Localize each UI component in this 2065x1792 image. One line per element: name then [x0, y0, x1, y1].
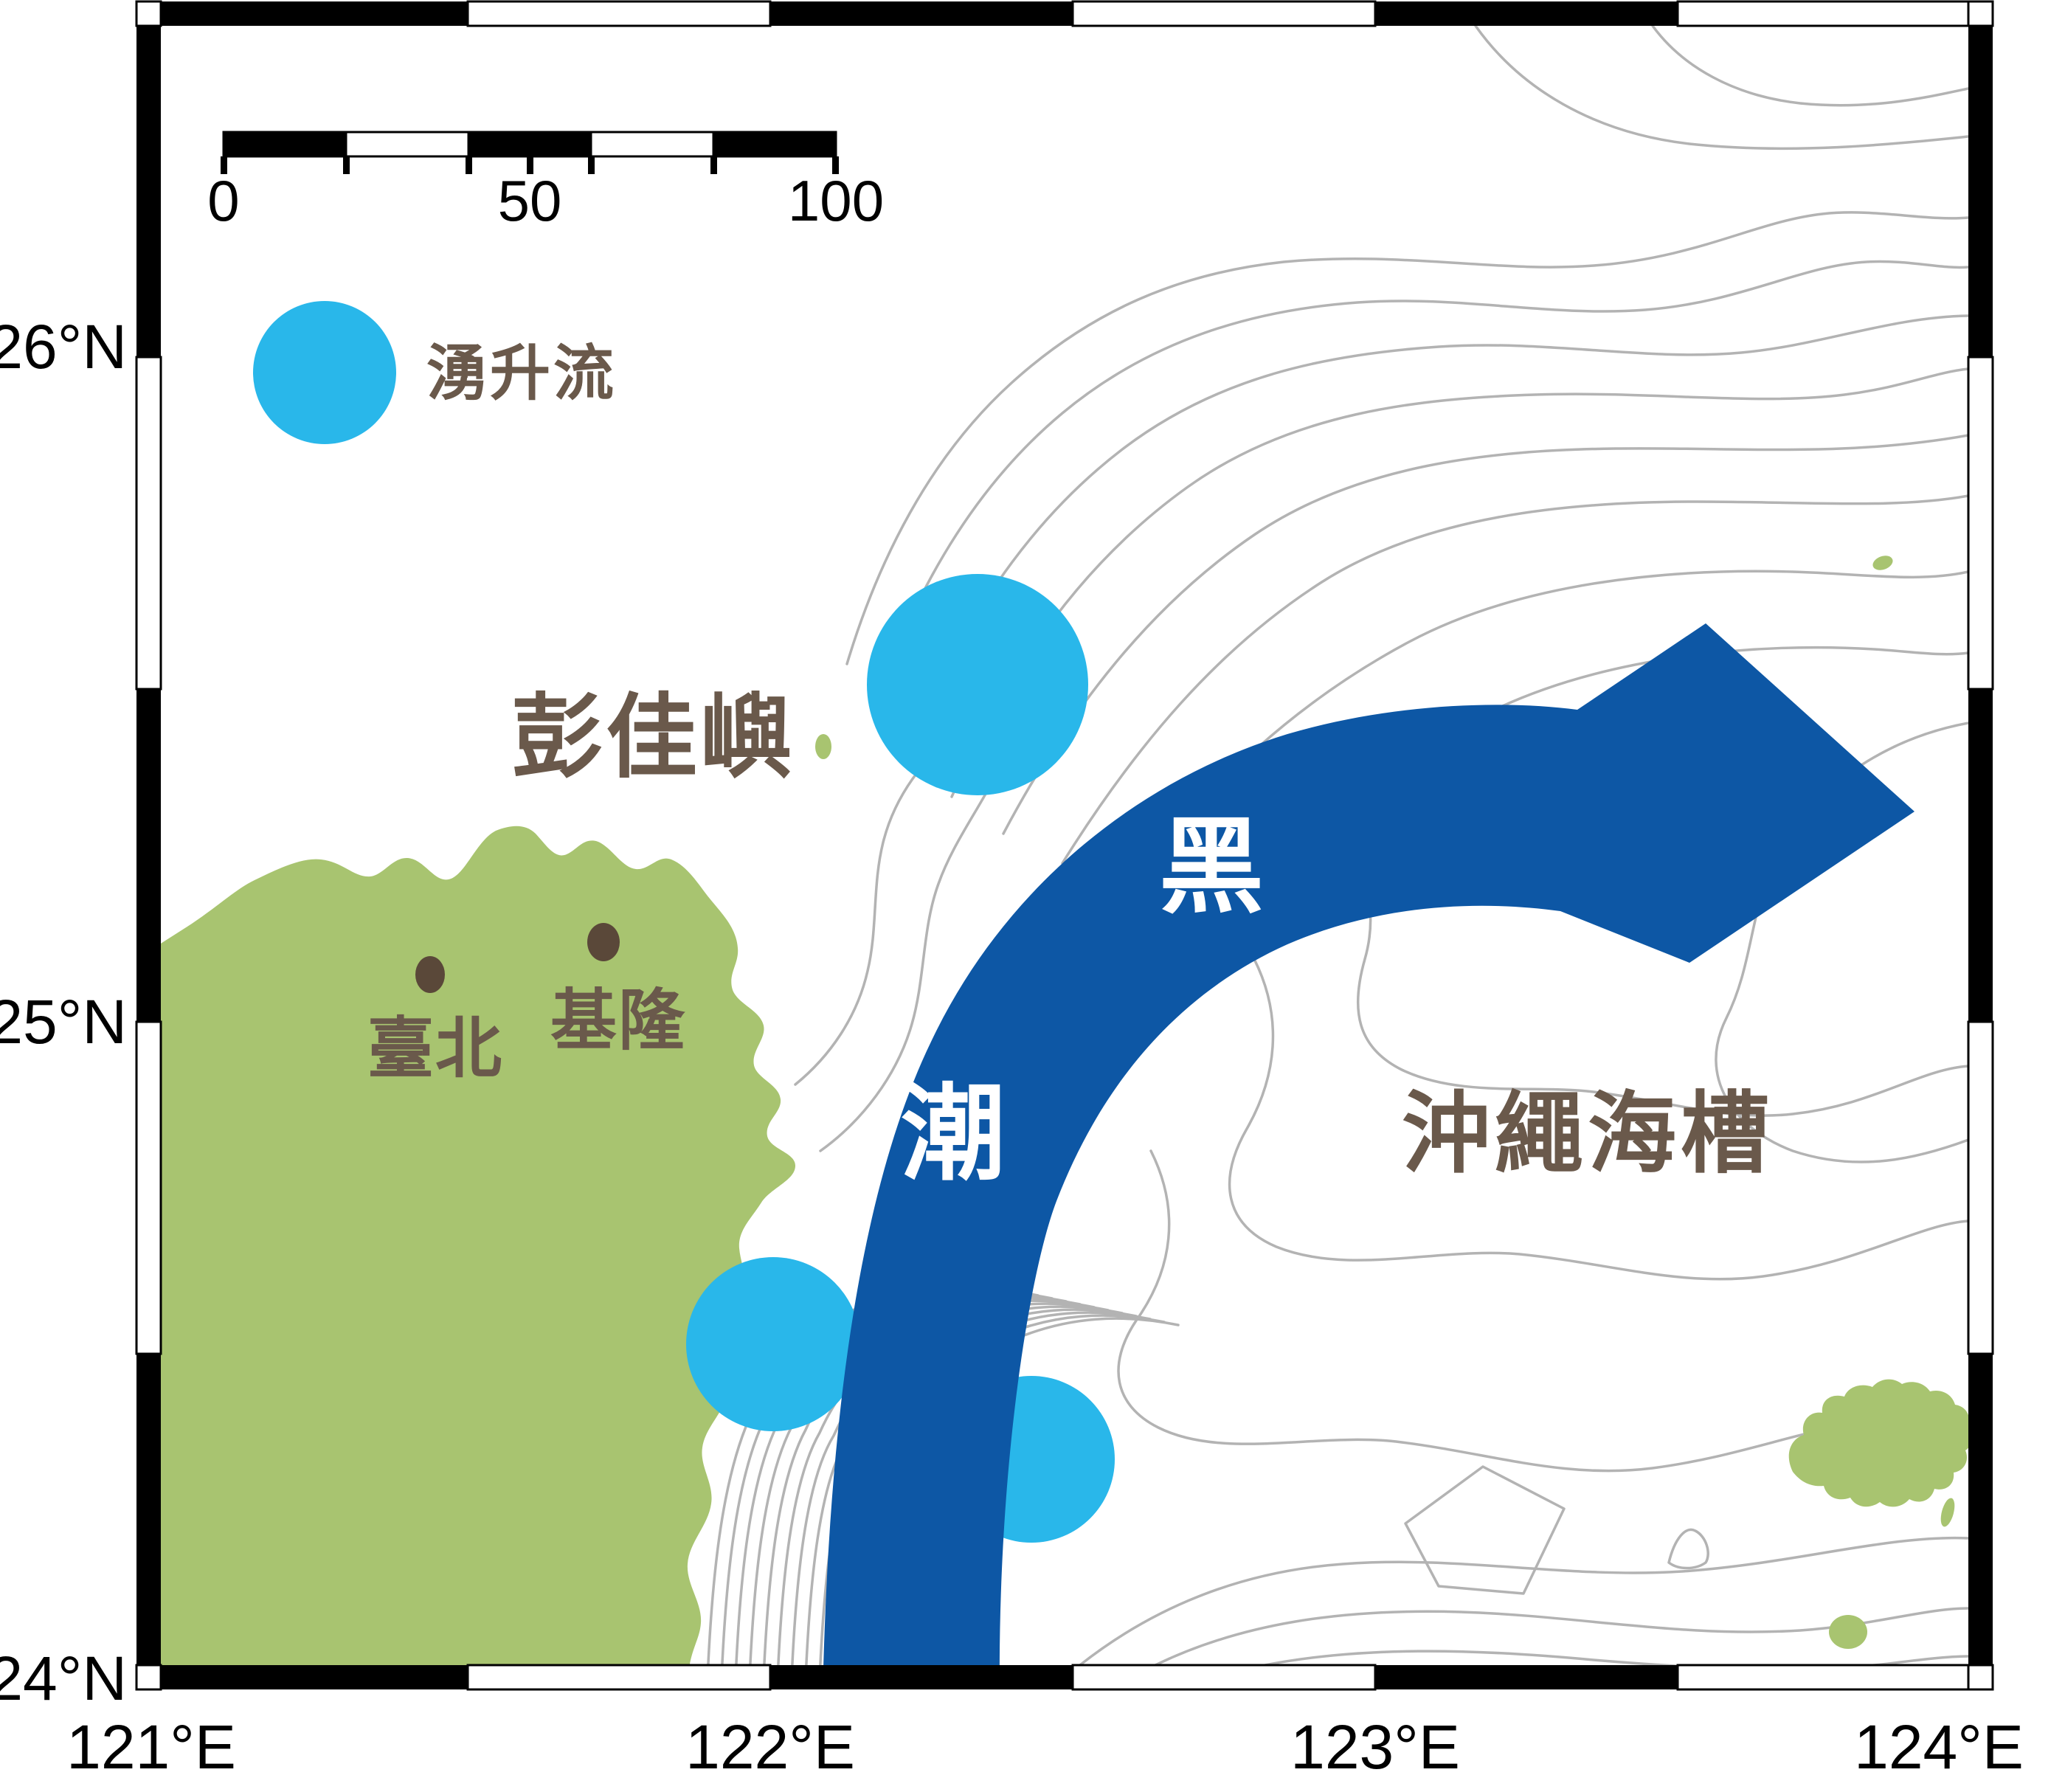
legend-upwelling-label: 湧升流 — [426, 340, 618, 407]
lon-label-122e: 122°E — [685, 1712, 855, 1782]
keelung-label: 基隆 — [550, 984, 686, 1058]
lon-label-123e: 123°E — [1290, 1712, 1460, 1782]
scale-bar — [221, 131, 839, 174]
taipei-marker — [415, 956, 445, 993]
kuroshio-label-char-2: 潮 — [901, 1076, 1006, 1193]
legend-upwelling-circle — [253, 301, 396, 444]
upwelling-marker — [686, 1257, 860, 1431]
pengjia-islet-dot — [815, 734, 831, 759]
keelung-marker — [587, 923, 620, 961]
kuroshio-current-arrow — [823, 623, 1914, 1665]
kuroshio-label-char-1: 黑 — [1159, 809, 1264, 926]
okinawa-trough-label: 沖繩海槽 — [1402, 1084, 1774, 1183]
lat-label-24n: 24°N — [0, 1644, 127, 1713]
islands — [815, 556, 1968, 1649]
pengjia-islet-label: 彭佳嶼 — [511, 687, 795, 789]
taiwan-landmass — [161, 826, 795, 1665]
lon-label-124e: 124°E — [1854, 1712, 2024, 1782]
city-markers — [415, 923, 620, 993]
lat-label-25n: 25°N — [0, 987, 127, 1056]
upwelling-marker — [867, 574, 1088, 795]
lon-label-121e: 121°E — [66, 1712, 236, 1782]
map-frame — [135, 0, 1994, 1691]
scale-bar-ticks — [221, 156, 839, 174]
scale-tick-100: 100 — [787, 168, 885, 233]
lat-label-26n: 26°N — [0, 312, 127, 381]
taipei-label: 臺北 — [367, 1012, 503, 1086]
scale-tick-0: 0 — [207, 168, 240, 233]
scale-tick-50: 50 — [497, 168, 562, 233]
